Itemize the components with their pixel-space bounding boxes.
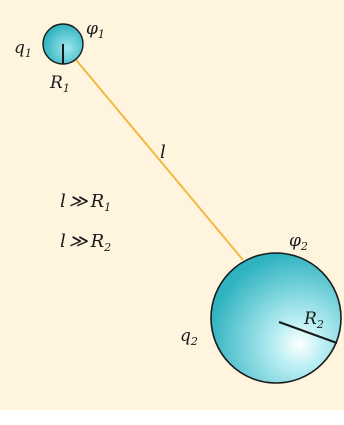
connecting-wire bbox=[71, 54, 244, 261]
large-sphere bbox=[210, 252, 342, 384]
condition-2: l≫R2 bbox=[60, 231, 111, 254]
large-sphere-potential-label: φ2 bbox=[289, 231, 308, 253]
condition-1: l≫R1 bbox=[60, 191, 111, 214]
small-sphere-charge-label: q1 bbox=[14, 38, 32, 60]
small-sphere-potential-label: φ1 bbox=[86, 19, 105, 41]
large-sphere-charge-label: q2 bbox=[180, 326, 198, 348]
small-sphere-radius-label: R1 bbox=[49, 73, 70, 95]
large-sphere-radius bbox=[278, 321, 338, 344]
large-sphere-radius-label: R2 bbox=[303, 309, 324, 331]
wire-length-label: l bbox=[160, 142, 166, 163]
